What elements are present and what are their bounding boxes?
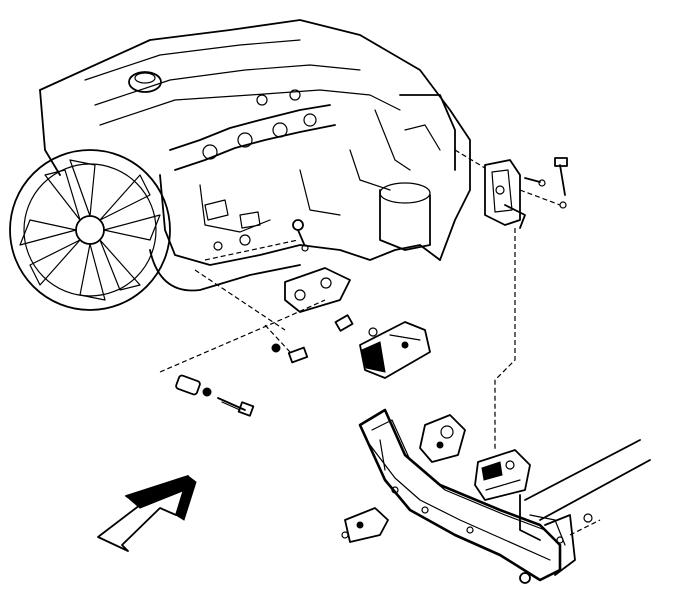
direction-arrow [97,475,197,552]
mounting-bolts [159,239,326,417]
rear-transmission-mount [474,449,531,501]
crossmember-frame [341,408,651,584]
fan [9,149,171,311]
engine-block [39,19,471,292]
lower-front-engine-mount [271,219,431,379]
mount-bracket [454,149,568,450]
